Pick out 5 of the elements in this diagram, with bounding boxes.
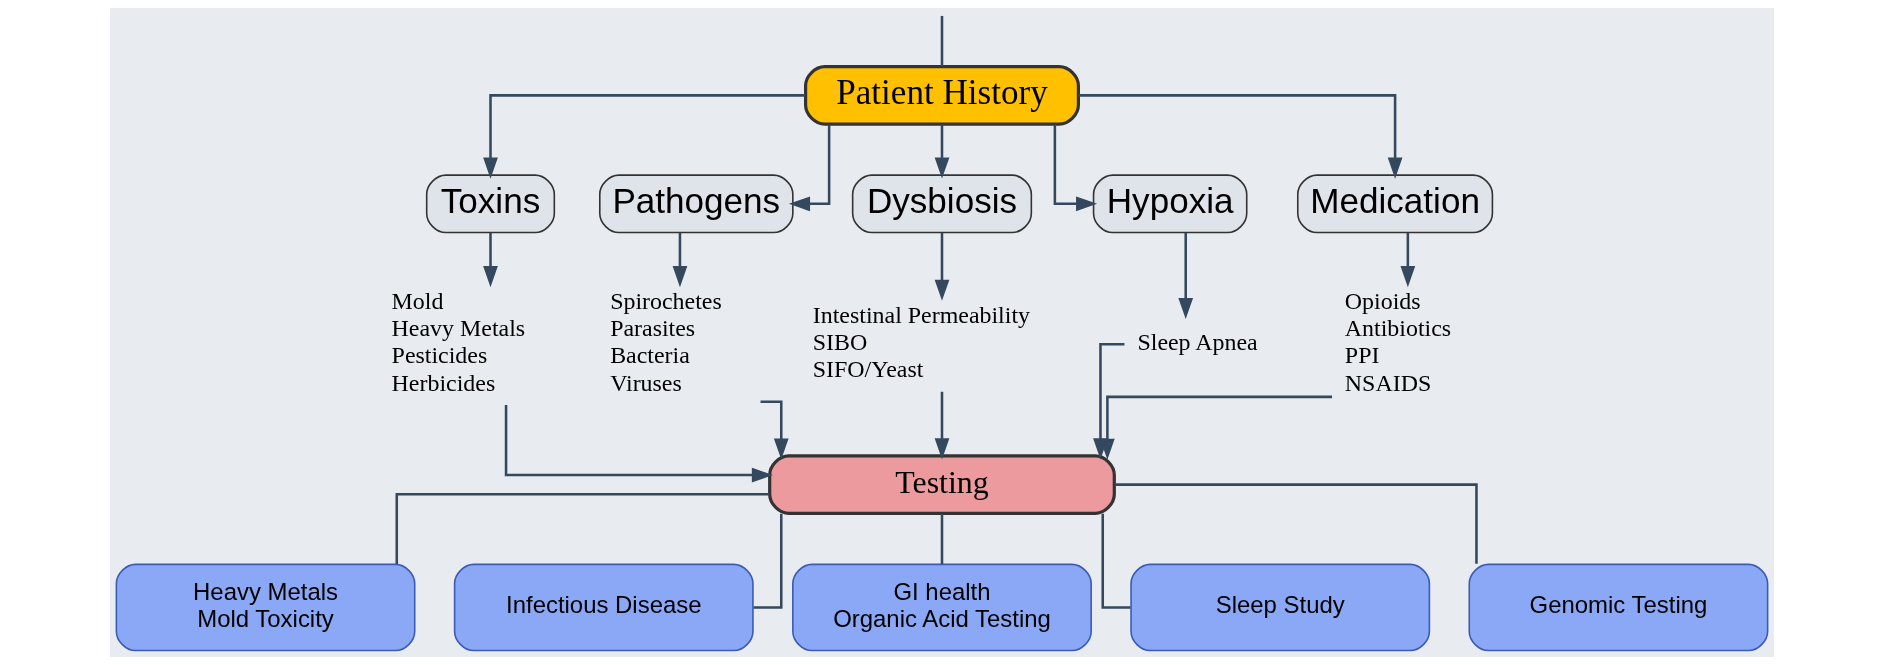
node-text: Sleep Apnea [1136, 328, 1258, 355]
node-text: Spirochetes Parasites Bacteria Viruses [609, 288, 722, 396]
node-text: Mold Heavy Metals Pesticides Herbicides [391, 288, 525, 396]
node-text: Intestinal Permeability SIBO SIFO/Yeast [812, 301, 1030, 382]
node-text: Opioids Antibiotics PPI NSAIDS [1344, 288, 1451, 396]
